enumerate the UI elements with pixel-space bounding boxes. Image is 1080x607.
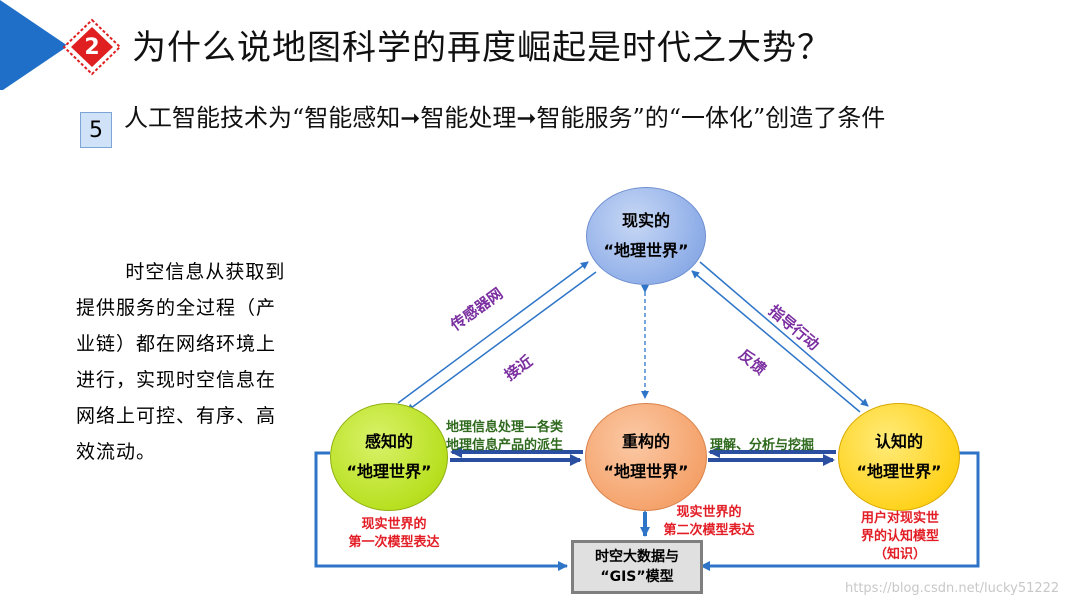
data-box-line2: “GIS”模型	[600, 569, 674, 585]
node-perceived-world-line1: 感知的	[364, 432, 413, 451]
caption-right-line3: （知识）	[873, 547, 926, 562]
caption-left: 现实世界的 第一次模型表达	[342, 516, 446, 552]
arrow-left-to-top	[397, 261, 589, 404]
caption-mid-line1: 现实世界的	[676, 505, 742, 520]
point-text: 人工智能技术为“智能感知➞智能处理➞智能服务”的“一体化”创造了条件	[124, 104, 886, 132]
label-understand: 理解、分析与挖掘	[710, 438, 815, 453]
label-processing-1: 地理信息处理—各类	[446, 420, 564, 435]
label-processing-2: 地理信息产品的派生	[446, 438, 564, 453]
caption-right-line2: 界的认知模型	[860, 529, 939, 544]
arrow-left-loop-databox	[314, 451, 568, 571]
node-perceived-world-line2: “地理世界”	[346, 462, 432, 481]
caption-left-line2: 第一次模型表达	[348, 535, 440, 550]
node-perceived-world: 感知的 “地理世界”	[330, 403, 448, 511]
title-triangle-icon	[0, 0, 68, 92]
arrow-right-loop-databox	[700, 451, 980, 571]
point-number-badge: 5	[80, 112, 112, 148]
node-cognitive-world-line1: 认知的	[874, 432, 923, 451]
side-paragraph: 时空信息从获取到提供服务的全过程（产业链）都在网络环境上进行，实现时空信息在网络…	[76, 261, 286, 463]
caption-mid: 现实世界的 第二次模型表达	[657, 504, 761, 540]
watermark: https://blog.csdn.net/lucky51222	[845, 581, 1060, 596]
arrow-top-to-right	[699, 261, 869, 407]
arrow-right-to-top	[691, 270, 861, 413]
node-real-world: 现实的 “地理世界”	[586, 187, 706, 285]
node-real-world-line1: 现实的	[621, 211, 670, 230]
arrow-top-to-left	[406, 271, 597, 412]
node-cognitive-world-line2: “地理世界”	[856, 462, 942, 481]
node-reconstructed-world-line1: 重构的	[621, 432, 670, 451]
title-decoration	[0, 0, 122, 92]
caption-right-line1: 用户对现实世	[860, 511, 939, 526]
page-title: 为什么说地图科学的再度崛起是时代之大势？	[132, 28, 832, 68]
caption-mid-line2: 第二次模型表达	[663, 523, 755, 538]
data-box: 时空大数据与 “GIS”模型	[571, 540, 703, 594]
node-cognitive-world: 认知的 “地理世界”	[838, 403, 960, 511]
caption-right: 用户对现实世 界的认知模型 （知识）	[848, 510, 952, 564]
data-box-line1: 时空大数据与	[595, 549, 679, 565]
title-number: 2	[84, 34, 100, 60]
node-real-world-line2: “地理世界”	[603, 241, 689, 260]
title-bar	[0, 0, 1080, 92]
node-reconstructed-world-line2: “地理世界”	[603, 462, 689, 481]
node-reconstructed-world: 重构的 “地理世界”	[585, 403, 707, 511]
caption-left-line1: 现实世界的	[361, 517, 427, 532]
